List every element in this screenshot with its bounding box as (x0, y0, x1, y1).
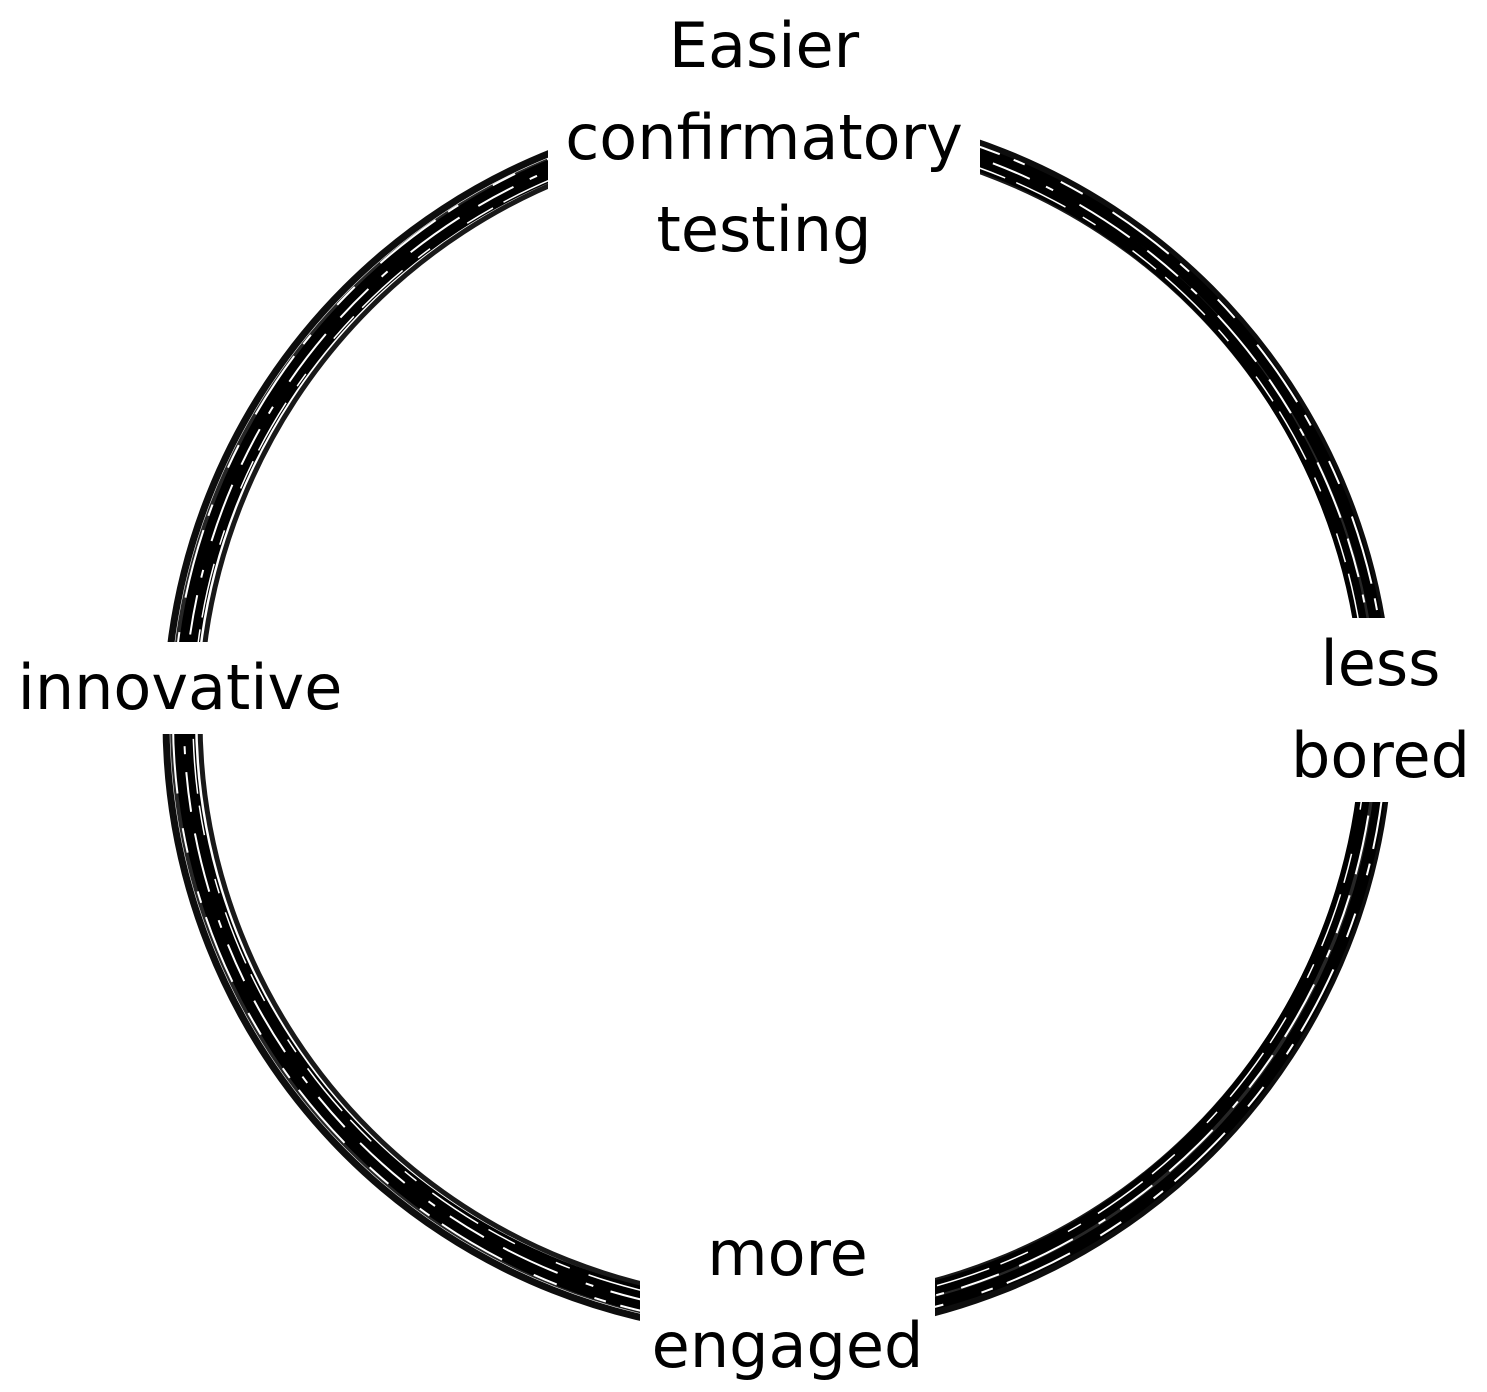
node-text-line: more (707, 1217, 868, 1290)
node-text-line: innovative (17, 651, 343, 724)
node-text-line: less (1320, 627, 1441, 700)
node-more-engaged: more engaged (640, 1208, 935, 1392)
node-easier-confirmatory-testing: Easier confirmatory testing (548, 0, 980, 276)
node-text-line: testing (656, 193, 872, 266)
node-innovative: innovative (10, 642, 350, 734)
node-text-line: confirmatory (565, 101, 963, 174)
ring-brush-stroke (197, 134, 1367, 1304)
node-text-line: bored (1291, 719, 1470, 792)
node-text-line: engaged (651, 1309, 924, 1382)
node-text-line: Easier (668, 9, 860, 82)
ring-brush-stroke (170, 113, 1386, 1329)
node-less-bored: less bored (1278, 618, 1483, 802)
